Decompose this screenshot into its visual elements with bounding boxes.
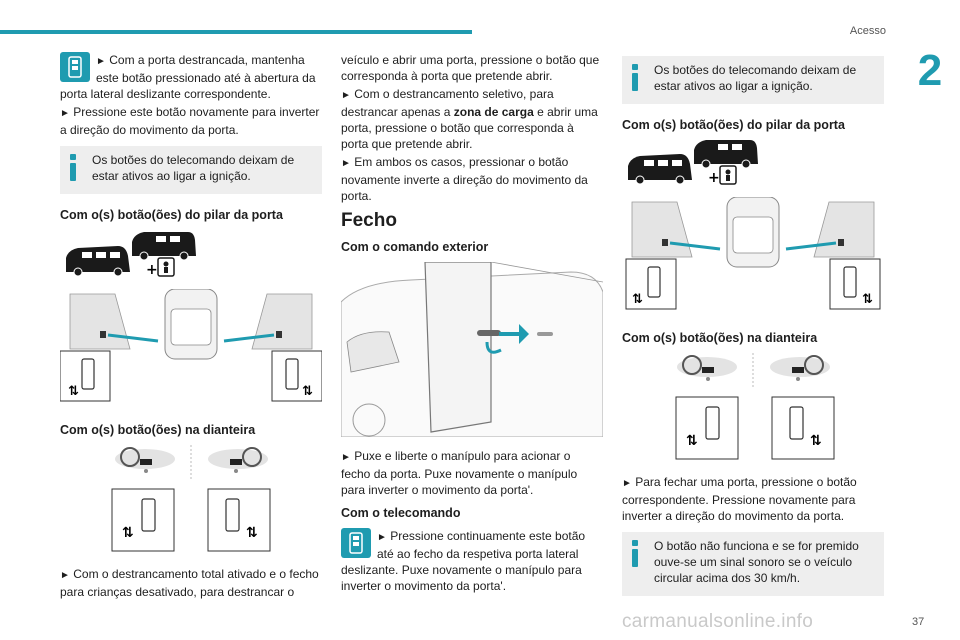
bold-term: zona de carga <box>453 105 534 119</box>
vans-figure: + <box>622 140 884 193</box>
svg-text:⇅: ⇅ <box>686 433 698 449</box>
remote-key-icon <box>341 528 371 558</box>
page-number: 37 <box>912 616 925 628</box>
heading-front: Com o(s) botão(ões) na dianteira <box>622 331 818 345</box>
svg-text:⇅: ⇅ <box>810 433 822 449</box>
section-title: Acesso <box>849 25 886 37</box>
steering-wheel-right-icon <box>208 447 268 473</box>
heading-fecho: Fecho <box>341 210 397 231</box>
heading-pillar: Com o(s) botão(ões) do pilar da porta <box>60 208 283 222</box>
paragraph: Com a porta destrancada, mantenha este b… <box>60 53 316 101</box>
svg-text:⇅: ⇅ <box>302 384 313 399</box>
front-right-button-icon: ⇅ <box>771 396 835 460</box>
van-short-icon <box>66 246 130 277</box>
front-buttons-figure: ⇅ ⇅ <box>60 445 322 560</box>
arrow-glyph: ► <box>341 452 351 463</box>
info-box: Os botões do telecomando deixam de estar… <box>60 146 322 194</box>
info-icon <box>632 64 638 92</box>
arrow-glyph: ► <box>60 570 70 581</box>
arrow-glyph: ► <box>377 532 387 543</box>
van-cargo-icon <box>132 232 196 261</box>
arrow-glyph: ► <box>341 158 351 169</box>
svg-text:⇅: ⇅ <box>632 292 643 307</box>
van-short-icon <box>628 154 692 185</box>
paragraph: e abrir uma porta, pressione o botão que… <box>341 105 598 151</box>
door-handle-figure <box>340 261 604 442</box>
van-cargo-icon <box>694 140 758 169</box>
info-text: Os botões do telecomando deixam de estar… <box>654 63 857 93</box>
steering-wheel-right-icon <box>770 355 830 381</box>
pillar-buttons-figure: ⇅ ⇅ <box>59 288 323 409</box>
child-lock-icon <box>719 165 737 185</box>
svg-text:⇅: ⇅ <box>122 525 134 541</box>
chapter-number: 2 <box>917 46 943 95</box>
child-lock-icon <box>157 257 175 277</box>
svg-text:+: + <box>146 262 158 278</box>
svg-text:⇅: ⇅ <box>862 292 873 307</box>
column-1: ► Com a porta destrancada, mantenha este… <box>59 52 323 602</box>
front-buttons-figure: ⇅ ⇅ <box>622 353 884 468</box>
info-box: O botão não funciona e se for premido ou… <box>622 532 884 596</box>
paragraph: Pressione este botão novamente para inve… <box>60 105 320 137</box>
key-paragraph: ► Pressione continuamente este botão até… <box>341 528 603 594</box>
svg-text:⇅: ⇅ <box>246 525 258 541</box>
svg-text:+: + <box>708 170 720 186</box>
remote-key-icon <box>60 52 90 82</box>
front-left-button-icon: ⇅ <box>675 396 739 460</box>
right-door-button-icon: ⇅ <box>271 350 323 402</box>
column-3: Os botões do telecomando deixam de estar… <box>622 52 884 604</box>
arrow-glyph: ► <box>96 56 106 67</box>
info-text: O botão não funciona e se for premido ou… <box>654 539 859 585</box>
arrow-glyph: ► <box>622 478 632 489</box>
heading-telecomando: Com o telecomando <box>341 506 461 520</box>
info-icon <box>632 540 638 568</box>
front-left-button-icon: ⇅ <box>111 488 175 552</box>
info-icon <box>70 154 76 182</box>
left-door-button-icon: ⇅ <box>625 258 677 310</box>
paragraph: Pressione continuamente este botão até a… <box>341 529 586 593</box>
right-door-button-icon: ⇅ <box>829 258 881 310</box>
paragraph: Em ambos os casos, pressionar o botão no… <box>341 155 588 203</box>
info-text: Os botões do telecomando deixam de estar… <box>92 153 295 183</box>
watermark: carmanualsonline.info <box>622 611 814 632</box>
column-2: veículo e abrir uma porta, pressione o b… <box>340 52 604 596</box>
heading-front: Com o(s) botão(ões) na dianteira <box>60 423 256 437</box>
paragraph: Com o destrancamento total ativado e o f… <box>60 567 319 599</box>
pillar-buttons-figure: ⇅ ⇅ <box>622 196 884 317</box>
paragraph: veículo e abrir uma porta, pressione o b… <box>341 53 600 83</box>
header-accent-bar <box>0 30 472 34</box>
arrow-glyph: ► <box>60 108 70 119</box>
key-paragraph: ► Com a porta destrancada, mantenha este… <box>60 52 322 102</box>
heading-pillar: Com o(s) botão(ões) do pilar da porta <box>622 118 845 132</box>
steering-wheel-left-icon <box>115 447 175 473</box>
arrow-glyph: ► <box>341 90 351 101</box>
paragraph: Com o destrancamento seletivo, para dest… <box>341 87 554 119</box>
info-box: Os botões do telecomando deixam de estar… <box>622 56 884 104</box>
svg-text:⇅: ⇅ <box>68 384 79 399</box>
vans-figure: + <box>60 230 322 285</box>
paragraph: Para fechar uma porta, pressione o botão… <box>622 475 857 523</box>
heading-exterior: Com o comando exterior <box>341 240 489 254</box>
left-door-button-icon: ⇅ <box>59 350 111 402</box>
steering-wheel-left-icon <box>677 355 737 381</box>
front-right-button-icon: ⇅ <box>207 488 271 552</box>
paragraph: Puxe e liberte o manípulo para acionar o… <box>341 449 578 497</box>
